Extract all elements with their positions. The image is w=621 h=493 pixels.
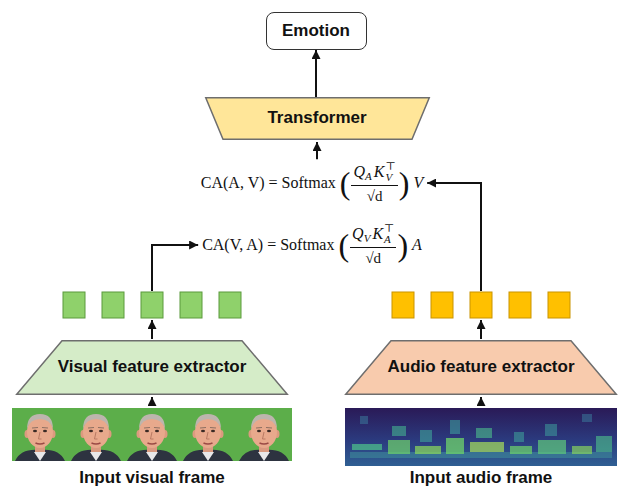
formula-denominator: √d xyxy=(367,186,383,205)
face-frames xyxy=(12,408,68,461)
formula-subscript: V xyxy=(364,232,371,244)
visual-feature-token xyxy=(219,292,241,318)
spectrogram xyxy=(538,440,566,454)
spectrogram xyxy=(388,440,410,454)
flow-arrow xyxy=(152,245,198,291)
visual-feature-token xyxy=(141,292,163,318)
face-frames xyxy=(124,408,180,461)
formula-symbol: Q xyxy=(352,225,364,243)
formula-subscript: A xyxy=(384,234,394,245)
spectrogram xyxy=(360,416,368,424)
extractor-block: Audio feature extractor xyxy=(345,340,617,395)
audio-feature-token xyxy=(548,292,570,318)
formula-subscript: V xyxy=(385,172,395,183)
face-frames xyxy=(12,408,292,461)
spectrogram xyxy=(582,414,592,422)
formula-symbol: A xyxy=(412,236,422,254)
spectrogram xyxy=(596,436,612,452)
formula-paren: ) xyxy=(397,229,408,261)
audio-feature-token xyxy=(470,292,492,318)
face-frames xyxy=(236,408,292,461)
spectrogram xyxy=(470,442,504,452)
spectrogram xyxy=(345,408,617,466)
formula-symbol: Q xyxy=(353,163,365,181)
formula-paren: ) xyxy=(399,167,410,199)
input-caption: Input audio frame xyxy=(410,468,553,488)
visual-feature-token xyxy=(180,292,202,318)
visual-feature-token xyxy=(102,292,124,318)
flow-arrow xyxy=(151,320,153,339)
spectrogram xyxy=(392,426,406,436)
transformer-block: Transformer xyxy=(205,97,430,140)
node-label: Visual feature extractor xyxy=(58,357,247,377)
formula-superscript: ⊤ xyxy=(384,223,394,234)
spectrogram xyxy=(572,446,592,454)
attention-formula: CA(V, A) = Softmax(QVK⊤A√d)A xyxy=(202,223,422,267)
face-frames xyxy=(68,408,124,461)
audio-feature-token xyxy=(392,292,414,318)
formula-numerator: QVK⊤A xyxy=(350,223,396,248)
spectrogram xyxy=(352,444,382,450)
node-label: Emotion xyxy=(282,21,350,41)
spectrogram xyxy=(514,432,524,442)
audio-feature-token xyxy=(431,292,453,318)
spectrogram xyxy=(420,430,432,442)
attention-formula: CA(A, V) = Softmax(QAK⊤V√d)V xyxy=(201,161,423,205)
formula-numerator: QAK⊤V xyxy=(351,161,397,186)
visual-feature-token xyxy=(63,292,241,318)
formula-paren: ( xyxy=(338,229,349,261)
spectrogram xyxy=(510,446,532,454)
formula-scripts: ⊤A xyxy=(384,223,394,245)
visual-feature-token xyxy=(63,292,85,318)
input-caption: Input visual frame xyxy=(79,468,224,488)
formula-subscript: A xyxy=(365,170,372,182)
flow-arrow xyxy=(151,397,153,406)
transformer-block-shape xyxy=(205,98,429,140)
extractor-block: Visual feature extractor xyxy=(16,340,288,395)
flow-arrow xyxy=(427,183,481,291)
formula-head: CA(A, V) = Softmax xyxy=(201,174,336,192)
formula-symbol: K xyxy=(374,163,385,181)
formula-head: CA(V, A) = Softmax xyxy=(202,236,334,254)
spectrogram xyxy=(476,428,492,438)
spectrogram xyxy=(446,438,464,454)
formula-denominator: √d xyxy=(365,248,381,267)
formula-scripts: ⊤V xyxy=(385,161,395,183)
formula-fraction: QVK⊤A√d xyxy=(350,223,396,267)
extractor-block-shape xyxy=(17,341,288,395)
formula-superscript: ⊤ xyxy=(385,161,395,172)
node-label: Audio feature extractor xyxy=(387,357,574,377)
face-frames xyxy=(180,408,236,461)
formula-paren: ( xyxy=(340,167,351,199)
connector-arrow xyxy=(315,50,317,97)
spectrogram xyxy=(450,420,460,434)
flow-arrow xyxy=(316,142,318,159)
output-box: Emotion xyxy=(266,12,367,50)
audio-feature-token xyxy=(509,292,531,318)
formula-fraction: QAK⊤V√d xyxy=(351,161,397,205)
flow-arrow xyxy=(480,320,482,339)
spectrogram xyxy=(545,424,557,436)
flow-arrow xyxy=(480,397,482,406)
formula-symbol: V xyxy=(413,174,423,192)
audio-feature-token xyxy=(392,292,570,318)
spectrogram xyxy=(415,446,441,454)
node-label: Transformer xyxy=(267,108,366,128)
spectrogram xyxy=(345,408,617,466)
formula-symbol: K xyxy=(372,225,383,243)
extractor-block-shape xyxy=(346,341,617,395)
